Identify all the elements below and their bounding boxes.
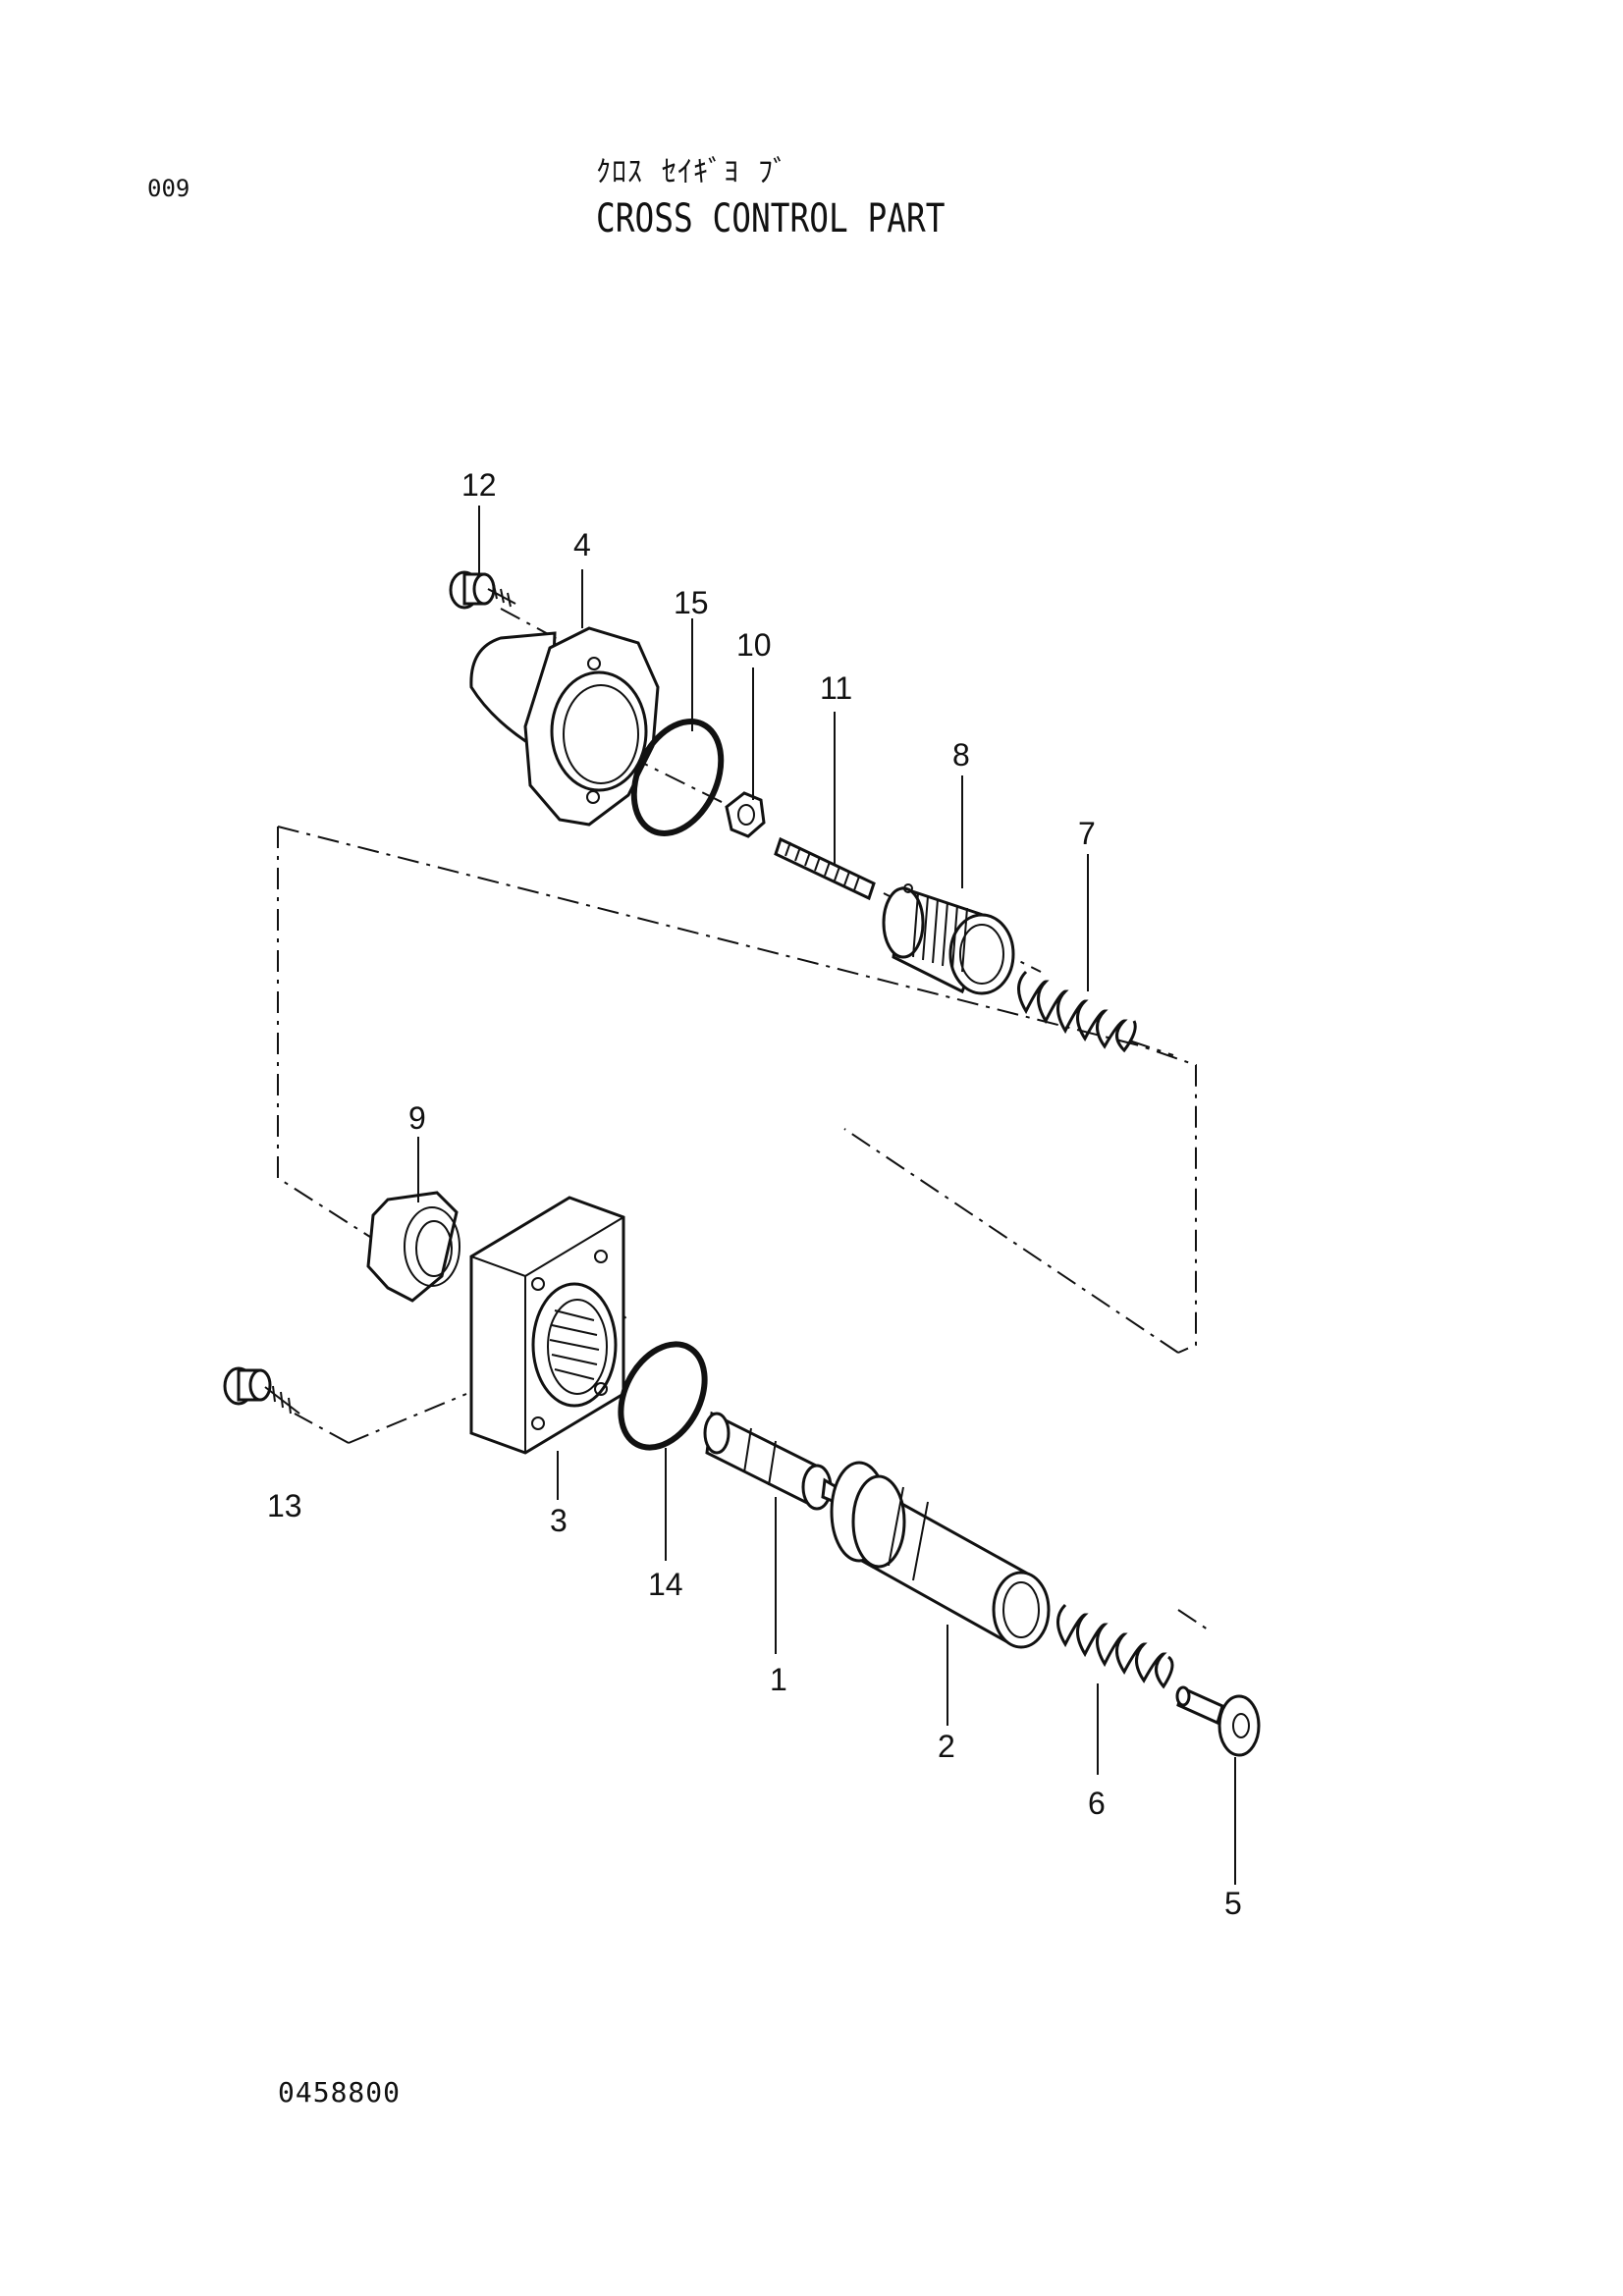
callout-3: 3 bbox=[550, 1503, 568, 1538]
callout-15: 15 bbox=[674, 585, 709, 620]
part-1-spool bbox=[703, 1411, 839, 1511]
part-10-hex-nut bbox=[725, 791, 766, 838]
part-7-spring bbox=[1017, 970, 1137, 1053]
part-9-lock-nut bbox=[366, 1191, 460, 1303]
title-katakana: ｸﾛｽ ｾｲｷﾞﾖ ﾌﾞ bbox=[596, 155, 789, 189]
title-english: CROSS CONTROL PART bbox=[596, 196, 946, 241]
callout-14: 14 bbox=[648, 1567, 683, 1602]
part-11-set-screw bbox=[774, 836, 876, 901]
part-6-spring bbox=[1056, 1603, 1174, 1689]
part-15-o-ring bbox=[630, 719, 725, 836]
part-12-cap-screw bbox=[449, 570, 516, 610]
callout-10: 10 bbox=[736, 627, 772, 663]
part-5-poppet-pin bbox=[1175, 1685, 1261, 1757]
page-code: 009 bbox=[147, 175, 190, 202]
part-2-sleeve bbox=[830, 1461, 1051, 1649]
callout-9: 9 bbox=[408, 1100, 426, 1136]
part-8-threaded-plug bbox=[882, 883, 1015, 995]
part-4-flange-cover bbox=[469, 626, 660, 827]
callout-8: 8 bbox=[952, 737, 970, 773]
callout-13: 13 bbox=[267, 1488, 302, 1523]
callout-5: 5 bbox=[1224, 1886, 1242, 1921]
callout-1: 1 bbox=[770, 1662, 787, 1697]
callout-11: 11 bbox=[820, 670, 852, 706]
part-13-cap-screw bbox=[223, 1366, 300, 1415]
part-3-valve-block bbox=[469, 1196, 625, 1455]
callout-2: 2 bbox=[938, 1729, 955, 1764]
callout-labels: 12 4 15 10 11 8 7 9 13 3 14 1 2 6 5 bbox=[267, 467, 1242, 1921]
callout-12: 12 bbox=[461, 467, 497, 503]
callout-6: 6 bbox=[1088, 1786, 1106, 1821]
drawing-number: 0458800 bbox=[278, 2076, 402, 2109]
part-14-o-ring bbox=[618, 1341, 708, 1451]
callout-7: 7 bbox=[1078, 816, 1096, 851]
leader-lines bbox=[417, 506, 1236, 1885]
callout-4: 4 bbox=[573, 527, 591, 562]
